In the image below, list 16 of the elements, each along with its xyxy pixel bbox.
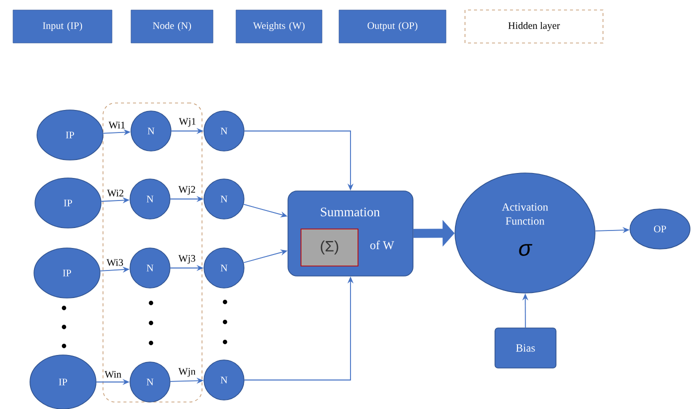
edge-label: Wi3 bbox=[106, 259, 123, 266]
legend-label: Weights (W) bbox=[253, 22, 305, 32]
legend-label: Hidden layer bbox=[508, 22, 560, 32]
sigma-box: (Σ) bbox=[300, 228, 358, 266]
edge-label: Wi1 bbox=[108, 122, 125, 128]
legend-label: Node (N) bbox=[152, 22, 191, 32]
edge-label: Wj3 bbox=[178, 255, 196, 264]
edge-label: Win bbox=[104, 371, 122, 378]
legend-label: Output (OP) bbox=[368, 22, 418, 32]
legend-label: Input (IP) bbox=[42, 22, 82, 32]
bias-box: Bias bbox=[494, 328, 556, 368]
edge-label: Wi2 bbox=[107, 190, 124, 196]
edge-label: Wjn bbox=[178, 368, 196, 377]
edge-label: Wj1 bbox=[178, 118, 196, 127]
hidden-layer-box bbox=[102, 102, 202, 402]
edge-label: Wj2 bbox=[178, 186, 196, 195]
